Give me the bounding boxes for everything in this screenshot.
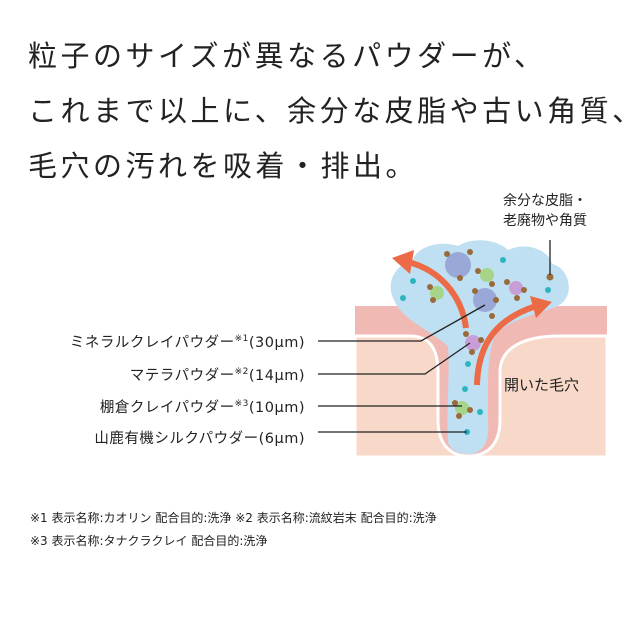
small-particle <box>430 286 444 300</box>
powder-label-mineral-clay: ミネラルクレイパウダー※1(30μm) <box>69 334 305 351</box>
arrow-head-left <box>392 250 414 274</box>
headline-line-2: これまで以上に、余分な皮脂や古い角質、 <box>28 94 640 128</box>
outflow-arrow-left <box>407 259 469 329</box>
small-particle <box>455 401 469 415</box>
dirt-label-line-2: 老廃物や角質 <box>503 213 587 229</box>
powder-label-silk: 山鹿有機シルクパウダー(6μm) <box>94 431 305 447</box>
pore-label: 開いた毛穴 <box>504 376 580 394</box>
footnote-2: ※3 表示名称:タナクラクレイ 配合目的:洗浄 <box>30 534 268 548</box>
large-particle <box>473 288 497 312</box>
outflow-arrow-right <box>474 303 537 386</box>
leader-line-mineral-clay <box>318 304 486 342</box>
dirt-label-line-1: 余分な皮脂・ <box>503 193 587 209</box>
large-particle <box>445 252 471 278</box>
particles <box>400 249 554 435</box>
footnote-1: ※1 表示名称:カオリン 配合目的:洗浄 ※2 表示名称:流紋岩末 配合目的:洗… <box>30 511 437 525</box>
headline-line-1: 粒子のサイズが異なるパウダーが、 <box>28 39 547 73</box>
leader-lines <box>318 240 551 433</box>
medium-particle <box>509 281 523 295</box>
dirt-particles <box>427 249 554 419</box>
leader-line-matera <box>318 342 471 375</box>
tiny-particles <box>400 257 551 435</box>
medium-particle <box>465 335 481 351</box>
headline-line-3: 毛穴の汚れを吸着・排出。 <box>28 149 419 183</box>
powder-label-tanakura-clay: 棚倉クレイパウダー※3(10μm) <box>99 399 305 416</box>
skin-inner-layer <box>353 334 609 459</box>
small-particle <box>480 268 494 282</box>
powder-label-matera: マテラパウダー※2(14μm) <box>129 367 305 384</box>
arrow-head-right <box>530 296 552 318</box>
